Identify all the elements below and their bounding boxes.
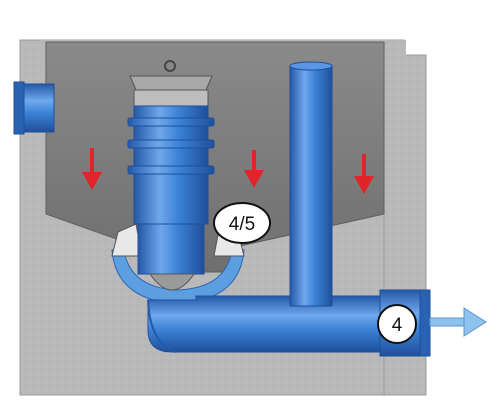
- inlet-pipe: [13, 81, 55, 135]
- arrow-down-icon: [244, 150, 264, 188]
- submersible-pump: [127, 60, 215, 291]
- callout-outlet: 4: [377, 304, 417, 344]
- arrow-right-icon: [429, 307, 487, 337]
- riser-pipe: [289, 61, 333, 307]
- flow-arrow-group: [82, 148, 374, 194]
- callout-pump: 4/5: [213, 202, 271, 244]
- callout-pump-label: 4/5: [229, 214, 255, 235]
- sump-basin: [111, 249, 245, 305]
- arrow-down-icon: [82, 148, 102, 190]
- arrow-down-icon: [354, 154, 374, 194]
- callout-outlet-label: 4: [392, 315, 403, 336]
